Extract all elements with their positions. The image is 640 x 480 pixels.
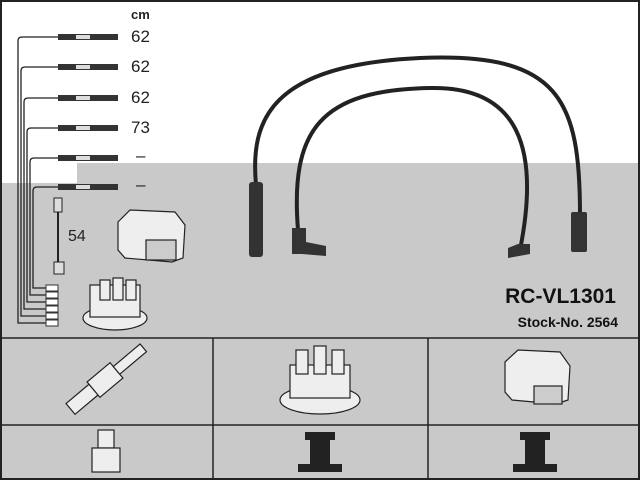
stock-number: Stock-No. 2564: [517, 314, 618, 330]
lead-boots: [249, 182, 587, 258]
distributor-cap-icon: [82, 277, 148, 331]
plug-connector-icon: [91, 429, 121, 473]
ignition-coil-icon: [504, 349, 571, 405]
straight-connector-icon: [298, 432, 342, 472]
lead-length-3: 62: [131, 88, 150, 107]
long-ignition-leads: [253, 55, 582, 251]
unit-label: cm: [131, 7, 150, 22]
lead-length-1: 62: [131, 27, 150, 46]
lead-length-4: 73: [131, 118, 150, 137]
lead-length-2: 62: [131, 57, 150, 76]
ignition-coil-icon: [117, 209, 186, 263]
straight-connector-icon: [513, 432, 557, 472]
spark-plug-icon: [65, 343, 148, 416]
lead-length-6: –: [136, 175, 146, 194]
part-number: RC-VL1301: [505, 285, 616, 308]
lead-length-5: –: [136, 146, 146, 165]
distributor-cap-icon: [279, 345, 361, 415]
ignition-leads-bundle: [17, 36, 58, 324]
component-grid: [0, 337, 640, 480]
coil-lead-small: [53, 197, 65, 275]
coil-lead-length: 54: [68, 228, 86, 245]
lead-connectors: [45, 34, 118, 327]
